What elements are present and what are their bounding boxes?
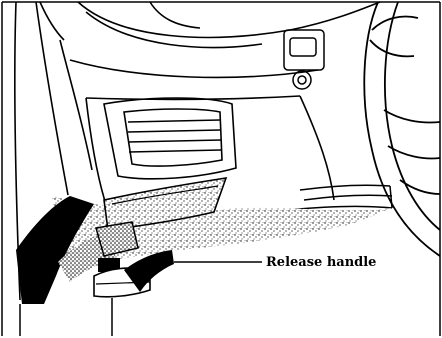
callout: Release handle — [174, 255, 376, 270]
vent-grille — [104, 98, 236, 179]
switch-cluster — [284, 30, 324, 89]
callout-label: Release handle — [266, 255, 376, 270]
figure-frame — [2, 2, 440, 336]
upper-dashboard — [70, 2, 380, 77]
knob-icon — [293, 71, 311, 89]
steering-wheel — [364, 2, 440, 256]
